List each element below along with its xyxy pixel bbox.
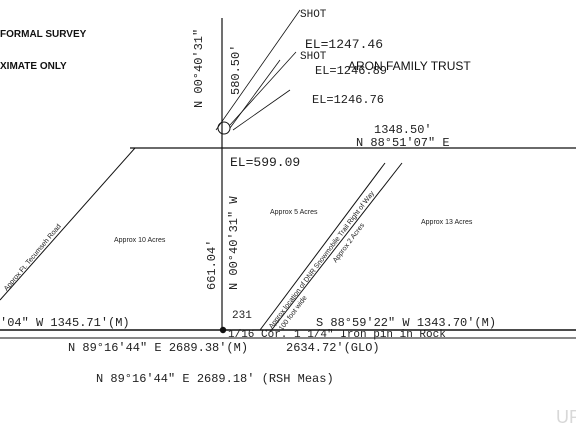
elevation-label-bottom: EL=599.09 [230,155,301,170]
center-length: 661.04' [205,239,219,290]
owner-label: ARON FAMILY TRUST [348,59,471,73]
trail-line-west [259,162,386,331]
area-10-acres: Approx 10 Acres [114,237,166,244]
ew-bearing: N 88°51'07" E [356,136,450,150]
line-distance: 1348.50' [374,123,432,137]
leader-line-3 [229,51,297,126]
shot-label-1: SHOT [300,9,327,21]
leader-line-1 [215,9,301,131]
corner-pin-marker [219,326,227,334]
corner-note: 1/16 Cor. 1 1/4" Iron pin in Rock [228,329,446,341]
header-line-2: XIMATE ONLY [0,61,67,72]
north-bearing-top: N 00°40'31" [192,28,206,108]
trail-line-east [269,162,403,333]
survey-point-circle [217,121,231,135]
leader-line-2 [229,59,281,129]
center-bearing: N 00°40'31" W [227,196,241,290]
north-length-top: 580.50' [229,44,243,95]
bottom-bearing-2: N 89°16'44" E 2689.18' (RSH Meas) [96,372,334,386]
elevation-label-3: EL=1246.76 [312,93,385,107]
leader-line-4 [232,89,291,131]
corner-number: 231 [232,310,252,322]
area-13-acres: Approx 13 Acres [421,219,473,226]
south-left-bearing: '04" W 1345.71'(M) [0,316,130,330]
road-line [0,147,136,301]
bottom-glo: 2634.72'(GLO) [286,341,380,355]
bottom-bearing-1: N 89°16'44" E 2689.38'(M) [68,341,249,355]
area-5-acres: Approx 5 Acres [270,209,318,216]
header-line-1: FORMAL SURVEY [0,29,87,40]
south-right-bearing: S 88°59'22" W 1343.70'(M) [316,316,497,330]
watermark: UP [556,407,576,427]
elevation-label-2: EL=1246.89 [315,64,388,78]
shot-label-2: SHOT [300,51,327,63]
elevation-label-top: EL=1247.46 [305,37,384,52]
